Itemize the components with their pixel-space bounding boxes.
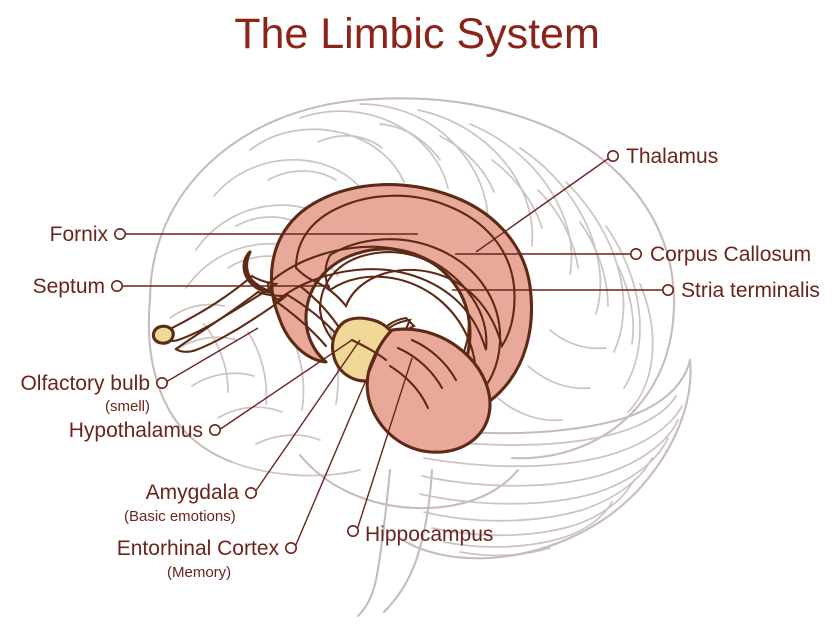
leader-lines-group — [121, 157, 663, 548]
label-olfactory-bulb: Olfactory bulb — [20, 372, 150, 395]
label-septum: Septum — [33, 275, 105, 298]
label-entorhinal-cortex: Entorhinal Cortex — [117, 537, 280, 560]
page-title: The Limbic System — [234, 10, 600, 58]
brain-outline-group — [147, 97, 692, 618]
dot-hypothalamus — [209, 423, 222, 436]
label-corpus-callosum: Corpus Callosum — [650, 243, 811, 266]
dot-olfactory-bulb — [156, 376, 169, 389]
dot-hippocampus — [346, 524, 359, 537]
dot-corpus-callosum — [629, 248, 642, 261]
dot-fornix — [114, 228, 127, 241]
label-entorhinal-cortex-sub: (Memory) — [167, 564, 231, 581]
dot-stria-terminalis — [661, 283, 674, 296]
dot-entorhinal-cortex — [284, 541, 297, 554]
dot-thalamus — [606, 150, 619, 163]
labels-group: Thalamus Corpus Callosum Stria terminali… — [20, 145, 819, 581]
label-hippocampus: Hippocampus — [365, 523, 493, 546]
label-amygdala: Amygdala — [146, 481, 240, 504]
label-olfactory-bulb-sub: (smell) — [105, 398, 150, 415]
leader-dots-group — [111, 150, 674, 554]
label-thalamus: Thalamus — [626, 145, 718, 168]
limbic-structures-group — [151, 183, 534, 454]
label-stria-terminalis: Stria terminalis — [681, 279, 820, 302]
label-amygdala-sub: (Basic emotions) — [124, 508, 236, 525]
dot-amygdala — [245, 486, 258, 499]
dot-septum — [111, 279, 124, 292]
label-hypothalamus: Hypothalamus — [69, 419, 203, 442]
label-fornix: Fornix — [50, 223, 109, 246]
